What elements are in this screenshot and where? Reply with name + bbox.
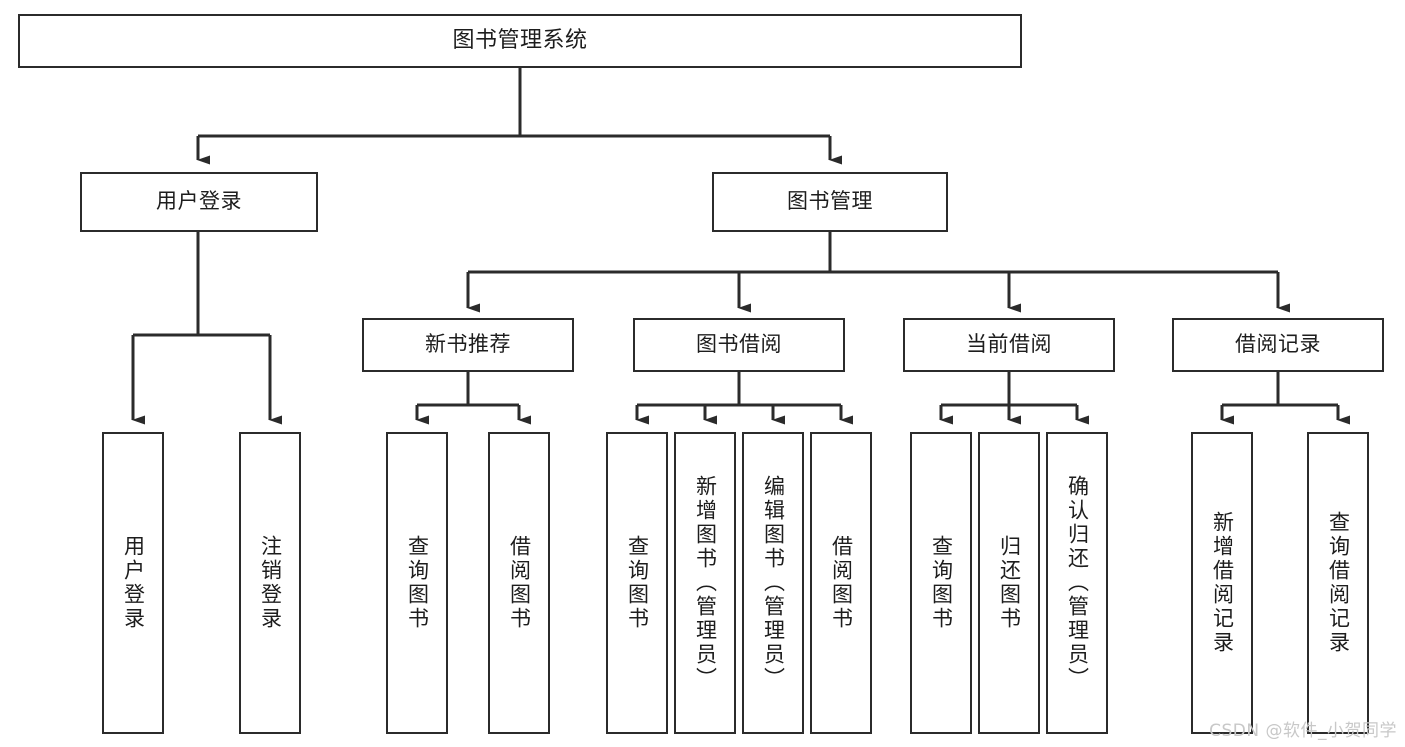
node-leaf-confirm-return[interactable]: 确认归还（管理员） — [1046, 432, 1108, 734]
node-leaf-return-book[interactable]: 归还图书 — [978, 432, 1040, 734]
node-leaf-user-login[interactable]: 用户登录 — [102, 432, 164, 734]
node-leaf-edit-book-label: 编辑图书（管理员） — [761, 475, 786, 691]
node-leaf-query-record-label: 查询借阅记录 — [1326, 511, 1351, 655]
node-book-borrow[interactable]: 图书借阅 — [633, 318, 845, 372]
node-leaf-user-login-label: 用户登录 — [121, 535, 146, 631]
node-leaf-query-book-nb[interactable]: 查询图书 — [386, 432, 448, 734]
node-root-label: 图书管理系统 — [452, 27, 588, 53]
node-root[interactable]: 图书管理系统 — [18, 14, 1022, 68]
node-user-login[interactable]: 用户登录 — [80, 172, 318, 232]
node-leaf-query-book-cu-label: 查询图书 — [929, 535, 954, 631]
node-leaf-query-book-bw[interactable]: 查询图书 — [606, 432, 668, 734]
node-leaf-add-record-label: 新增借阅记录 — [1210, 511, 1235, 655]
node-new-book-recommend[interactable]: 新书推荐 — [362, 318, 574, 372]
watermark: CSDN @软件_小贺同学 — [1209, 721, 1397, 741]
node-leaf-add-book-label: 新增图书（管理员） — [693, 475, 718, 691]
node-leaf-add-record[interactable]: 新增借阅记录 — [1191, 432, 1253, 734]
node-book-management[interactable]: 图书管理 — [712, 172, 948, 232]
node-leaf-borrow-book-nb-label: 借阅图书 — [507, 535, 532, 631]
node-leaf-add-book[interactable]: 新增图书（管理员） — [674, 432, 736, 734]
node-leaf-query-book-bw-label: 查询图书 — [625, 535, 650, 631]
node-leaf-confirm-return-label: 确认归还（管理员） — [1065, 475, 1090, 691]
node-leaf-user-logout-label: 注销登录 — [258, 535, 283, 631]
node-leaf-edit-book[interactable]: 编辑图书（管理员） — [742, 432, 804, 734]
node-leaf-borrow-book-bw-label: 借阅图书 — [829, 535, 854, 631]
node-leaf-query-book-cu[interactable]: 查询图书 — [910, 432, 972, 734]
node-user-login-label: 用户登录 — [156, 189, 242, 214]
node-leaf-borrow-book-nb[interactable]: 借阅图书 — [488, 432, 550, 734]
node-current-borrow[interactable]: 当前借阅 — [903, 318, 1115, 372]
node-leaf-return-book-label: 归还图书 — [997, 535, 1022, 631]
node-borrow-records[interactable]: 借阅记录 — [1172, 318, 1384, 372]
node-borrow-records-label: 借阅记录 — [1235, 332, 1321, 357]
node-leaf-borrow-book-bw[interactable]: 借阅图书 — [810, 432, 872, 734]
node-book-management-label: 图书管理 — [787, 189, 873, 214]
node-new-book-recommend-label: 新书推荐 — [425, 332, 511, 357]
node-leaf-user-logout[interactable]: 注销登录 — [239, 432, 301, 734]
node-leaf-query-record[interactable]: 查询借阅记录 — [1307, 432, 1369, 734]
node-book-borrow-label: 图书借阅 — [696, 332, 782, 357]
node-leaf-query-book-nb-label: 查询图书 — [405, 535, 430, 631]
node-current-borrow-label: 当前借阅 — [966, 332, 1052, 357]
